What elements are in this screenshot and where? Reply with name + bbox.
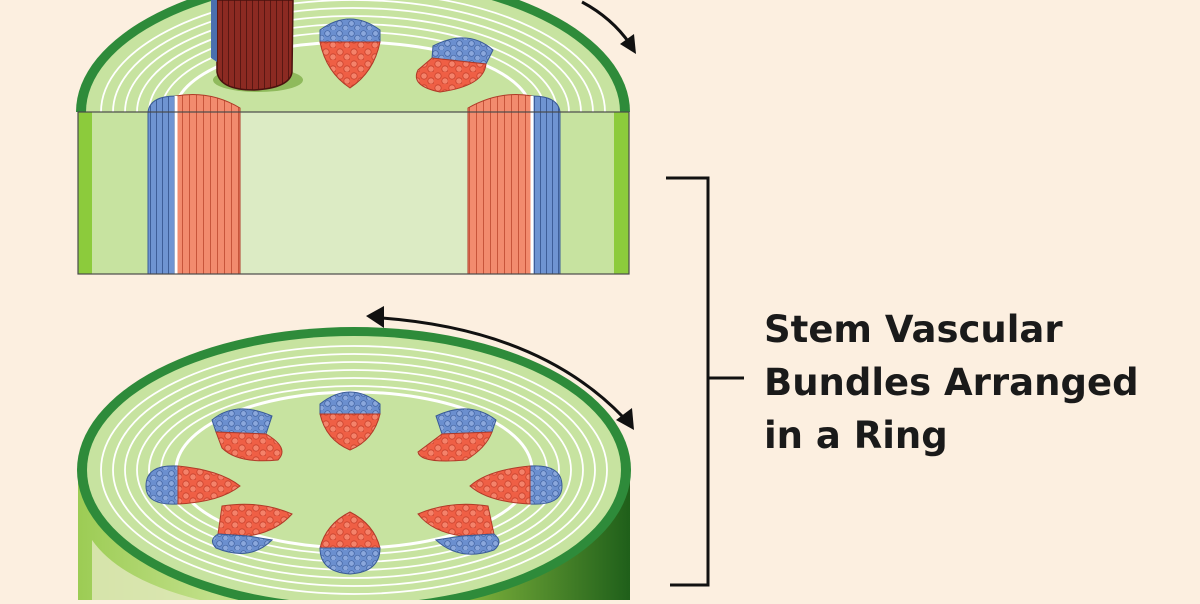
cylinder-highlight [92, 540, 200, 600]
vascular-bundle-bottom-right [417, 503, 500, 555]
vascular-bundle-right [469, 465, 563, 505]
cut-face-bundle-left [147, 94, 241, 275]
caption-line-1: Stem Vascular [764, 308, 1063, 351]
cross-section [77, 306, 634, 604]
caption-line-3: in a Ring [764, 414, 948, 457]
cut-face-outline [77, 111, 630, 275]
vascular-bundle-bottom-left [212, 503, 293, 554]
caption-label: Stem Vascular Bundles Arranged in a Ring [764, 303, 1164, 462]
caption-line-2: Bundles Arranged [764, 361, 1139, 404]
longitudinal-section [76, 0, 636, 275]
vascular-bundle-top-left [211, 408, 283, 462]
rotation-arrow-top [581, 0, 636, 54]
rotation-arrow-bottom [366, 306, 634, 430]
cut-face-epidermis-left [78, 112, 92, 274]
vascular-bundle-top-right [417, 408, 497, 462]
top-bundle-back-right [415, 37, 494, 93]
vascular-bundle-bottom [319, 511, 381, 575]
vascular-bundle-left [145, 465, 241, 505]
cut-face-cortex-right [560, 112, 614, 274]
cut-face-bundle-right [467, 94, 561, 275]
vascular-bundle-top [319, 391, 381, 451]
top-bundle-back-center [319, 18, 381, 89]
leaf-trace-column [211, 0, 303, 92]
cut-face-cortex-left [92, 112, 148, 274]
cut-face-epidermis-right [614, 112, 629, 274]
bracket [666, 176, 744, 587]
